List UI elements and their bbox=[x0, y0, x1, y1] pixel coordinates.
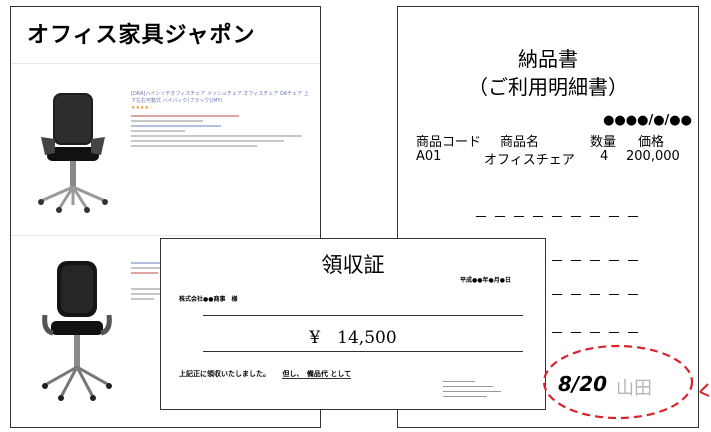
price-line bbox=[131, 115, 239, 117]
header-code: 商品コード bbox=[416, 135, 482, 150]
text-line bbox=[131, 262, 169, 264]
text-line bbox=[131, 298, 154, 300]
text-line bbox=[131, 140, 284, 142]
dashed-ellipse bbox=[542, 344, 710, 420]
item-price: 200,000 bbox=[626, 149, 680, 164]
listing-title[interactable]: [DRA]ハイシッチオフィスチェア メッシュチェア オフィスチェア OAチェア … bbox=[131, 91, 309, 104]
text-line bbox=[131, 272, 158, 274]
product-listing: [DRA]ハイシッチオフィスチェア メッシュチェア オフィスチェア OAチェア … bbox=[131, 91, 311, 150]
mesh-chair-image bbox=[42, 261, 112, 401]
text-line bbox=[131, 120, 203, 122]
product-listing bbox=[131, 259, 169, 303]
handwritten-date: 8/20 bbox=[558, 372, 608, 396]
header-qty: 数量 bbox=[590, 135, 617, 150]
text-line bbox=[131, 135, 302, 137]
rating-stars: ★★★★☆ bbox=[131, 105, 154, 111]
office-chair-image bbox=[38, 93, 108, 213]
text-line bbox=[131, 293, 160, 295]
receipt: 領収証 平成●●年●月●日 株式会社●●商事 様 ¥ 14,500 上記正に領収… bbox=[160, 238, 546, 410]
divider bbox=[11, 235, 320, 236]
note-subtitle: （ご利用明細書） bbox=[468, 75, 628, 99]
text-line bbox=[131, 267, 166, 269]
item-name: オフィスチェア bbox=[484, 153, 575, 168]
rule-line bbox=[203, 315, 523, 316]
receipt-title: 領収証 bbox=[321, 253, 385, 277]
dashed-line: －－－－－－－－－ bbox=[474, 210, 645, 226]
item-code: A01 bbox=[416, 149, 442, 164]
receipt-amount: ¥ 14,500 bbox=[309, 328, 397, 348]
header-name: 商品名 bbox=[500, 135, 540, 150]
text-line bbox=[131, 130, 185, 132]
highlight-annotation: 8/20 山田 bbox=[540, 336, 711, 426]
receipt-recipient: 株式会社●●商事 様 bbox=[179, 296, 238, 303]
text-line bbox=[131, 125, 221, 127]
rule-line bbox=[203, 351, 523, 352]
text-line bbox=[131, 288, 162, 290]
memo-text: 上記正に領収いたしました。 bbox=[179, 370, 270, 378]
receipt-memo: 上記正に領収いたしました。 但し、 備品代 として bbox=[179, 369, 352, 379]
handwritten-signature: 山田 bbox=[616, 378, 652, 399]
note-title: 納品書 bbox=[518, 47, 578, 71]
divider bbox=[11, 63, 320, 64]
issuer-block bbox=[443, 377, 501, 401]
note-date: ●●●●/●/●● bbox=[603, 113, 692, 128]
header-price: 価格 bbox=[638, 135, 665, 150]
memo-note: 但し、 備品代 として bbox=[282, 370, 352, 379]
shop-title: オフィス家具ジャポン bbox=[27, 23, 256, 48]
receipt-date: 平成●●年●月●日 bbox=[460, 277, 511, 284]
text-line bbox=[131, 145, 257, 147]
item-qty: 4 bbox=[600, 149, 609, 164]
